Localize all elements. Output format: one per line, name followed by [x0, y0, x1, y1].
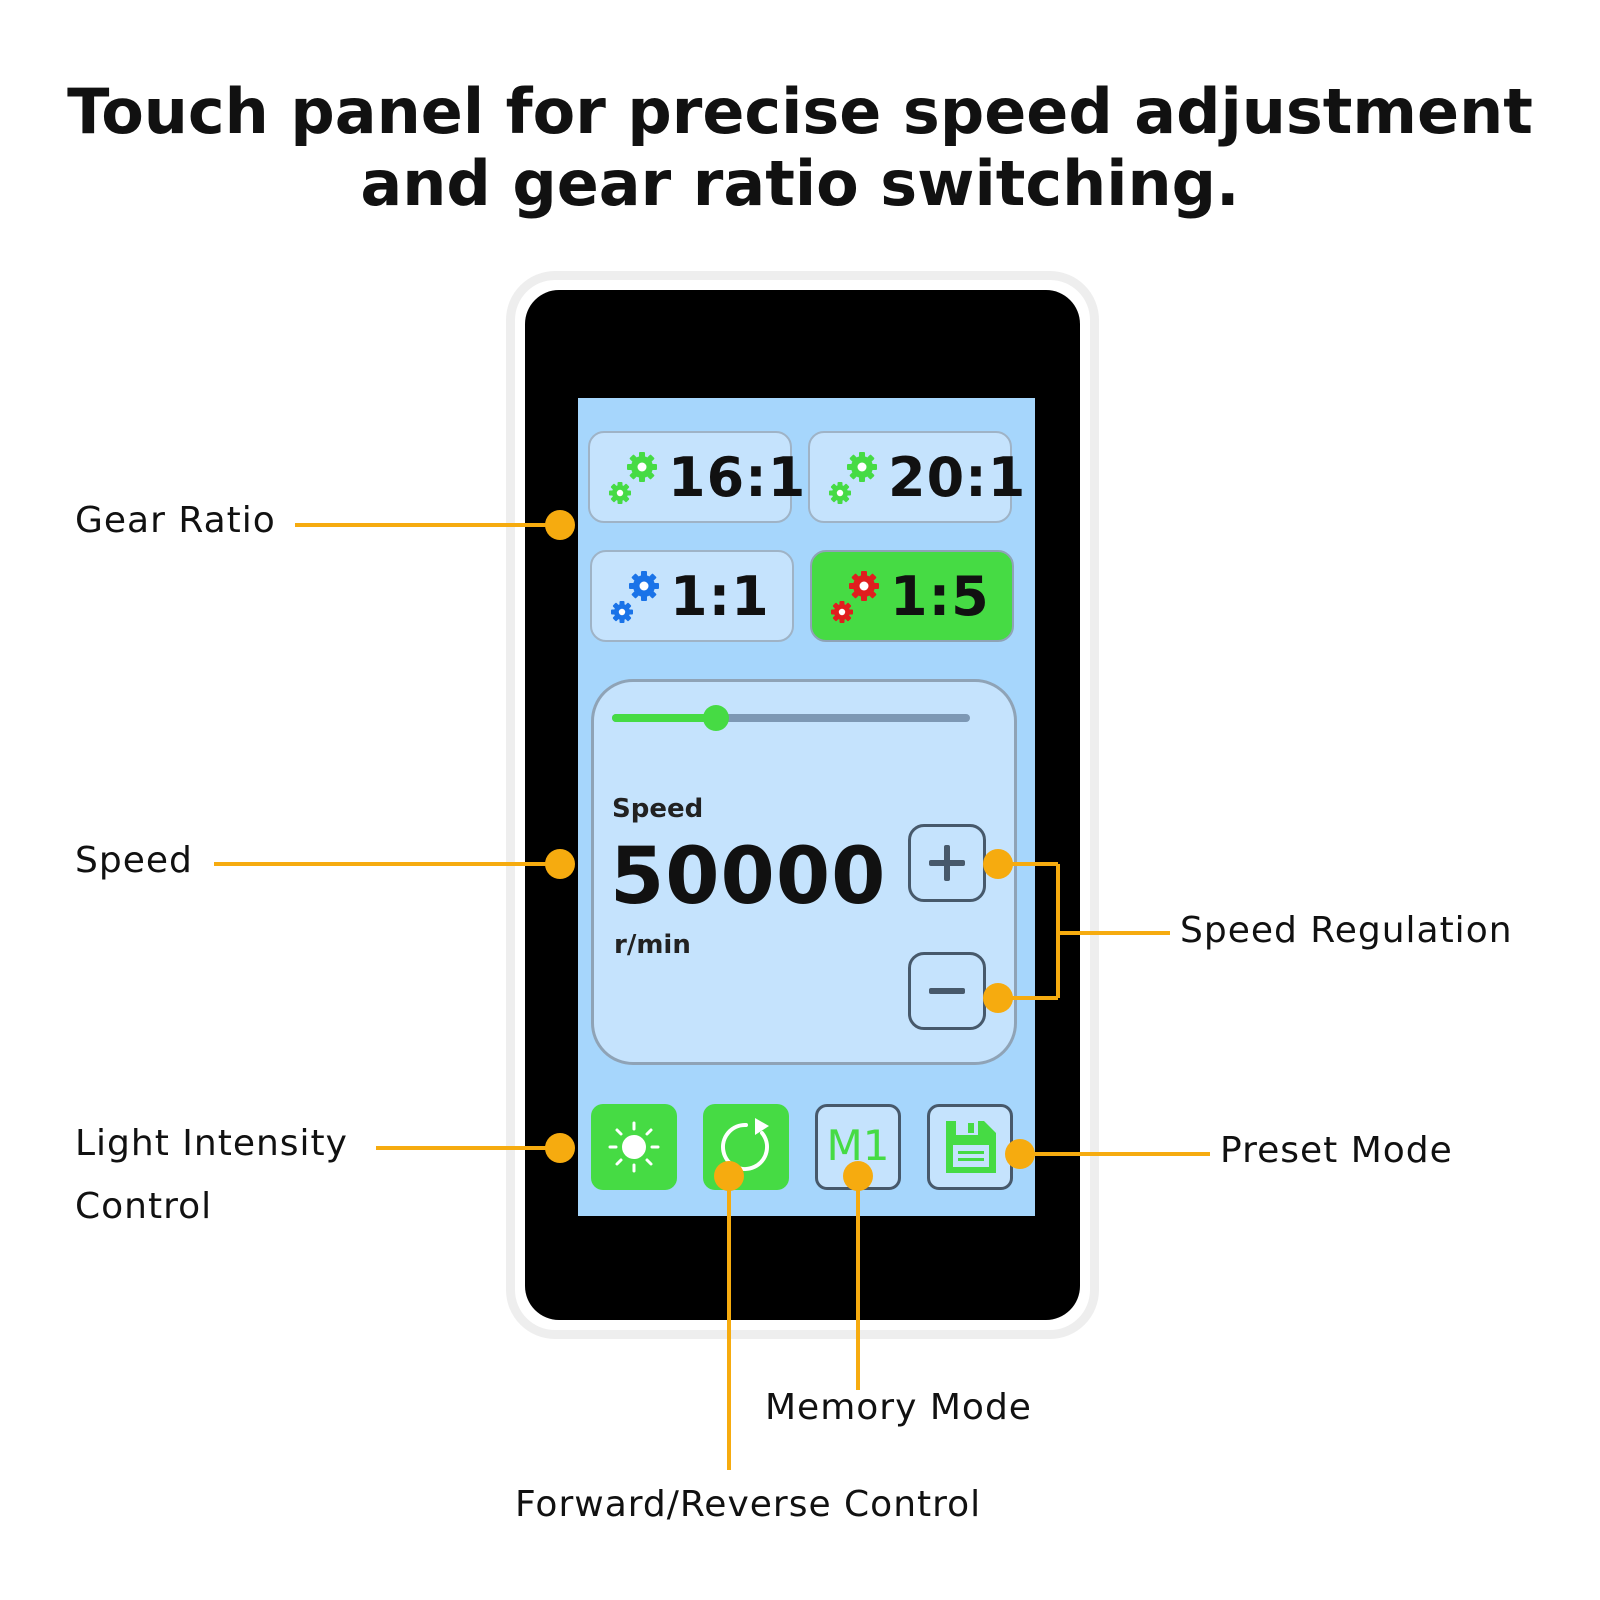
forward-reverse-button[interactable]: [703, 1104, 789, 1190]
speed-decrease-button[interactable]: [908, 952, 986, 1030]
speed-unit: r/min: [614, 930, 691, 960]
gear-ratio-label: 16:1: [668, 445, 807, 509]
gear-ratio-button-20-1[interactable]: 20:1: [808, 431, 1025, 523]
speed-slider-knob[interactable]: [702, 705, 729, 731]
sun-icon: [608, 1121, 660, 1173]
gear-ratio-button-1-5-selected[interactable]: 1:5: [810, 550, 1014, 642]
callout-speed-regulation: Speed Regulation: [1180, 910, 1513, 951]
callout-forward-reverse: Forward/Reverse Control: [515, 1484, 982, 1525]
headline-line-2: and gear ratio switching.: [360, 147, 1240, 220]
light-intensity-button[interactable]: [591, 1104, 677, 1190]
headline-line-1: Touch panel for precise speed adjustment: [67, 75, 1533, 148]
callout-speed: Speed: [75, 840, 193, 881]
minus-icon: [929, 988, 965, 994]
callout-gear-ratio: Gear Ratio: [75, 500, 276, 541]
callout-light-intensity-line-2: Control: [75, 1186, 213, 1227]
speed-card: Speed 50000 r/min: [591, 679, 1017, 1065]
speed-label: Speed: [612, 794, 704, 824]
callout-preset-mode: Preset Mode: [1220, 1130, 1453, 1171]
callout-light-intensity-line-1: Light Intensity: [75, 1123, 348, 1164]
gear-ratio-label: 1:1: [670, 564, 770, 628]
gear-ratio-label: 20:1: [888, 445, 1027, 509]
gear-ratio-label: 1:5: [890, 564, 990, 628]
gear-ratio-button-16-1[interactable]: 16:1: [588, 431, 805, 523]
plus-icon: [929, 845, 965, 881]
gear-ratio-button-1-1[interactable]: 1:1: [590, 550, 794, 642]
preset-mode-button[interactable]: [927, 1104, 1013, 1190]
speed-slider-fill: [612, 714, 716, 722]
save-icon: [946, 1121, 996, 1173]
callout-memory-mode: Memory Mode: [765, 1387, 1032, 1428]
speed-value: 50000: [610, 832, 887, 922]
speed-slider[interactable]: [612, 705, 970, 731]
